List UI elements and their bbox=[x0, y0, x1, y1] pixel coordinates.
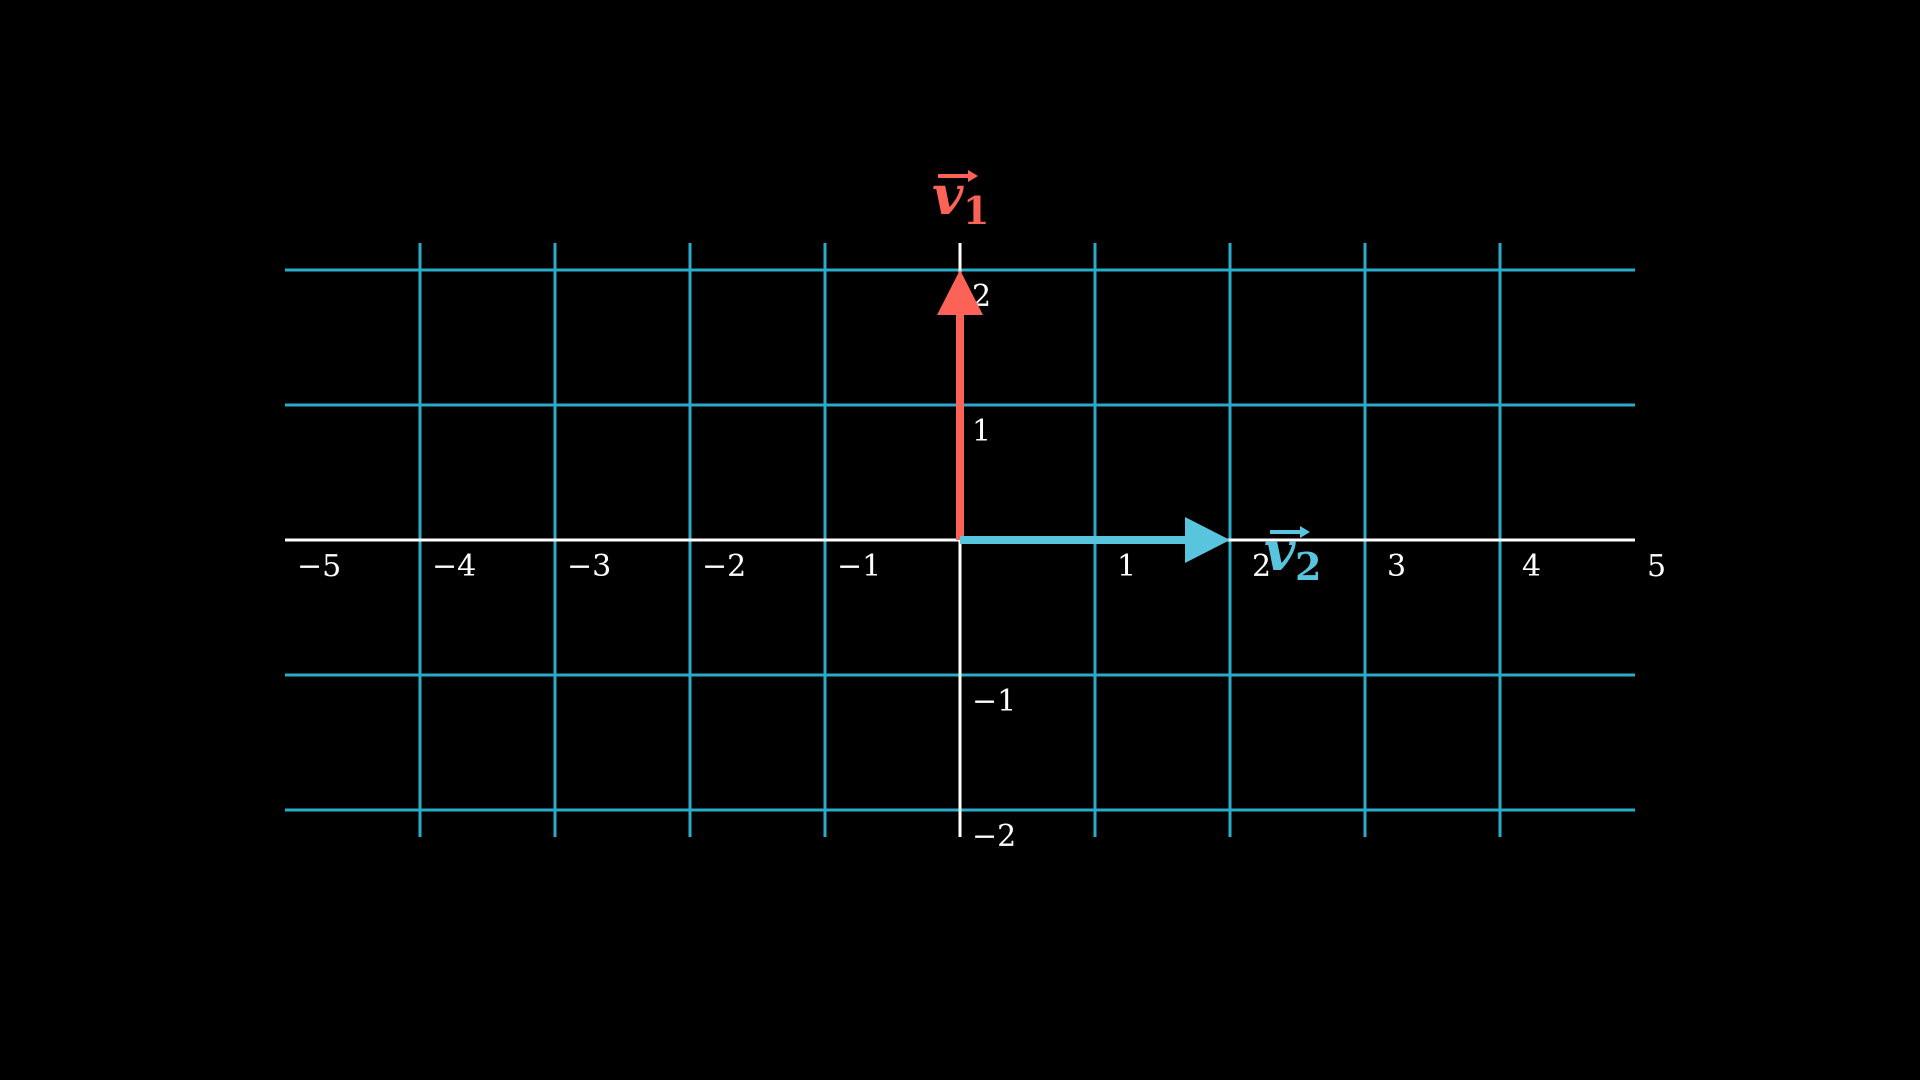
vector-label-subscript: 1 bbox=[963, 188, 989, 233]
tick-labels: −5 −4 −3 −2 −1 1 2 3 4 5 2 1 −1 −2 bbox=[297, 279, 1666, 854]
y-tick-label: 1 bbox=[972, 414, 991, 449]
x-tick-label: 4 bbox=[1522, 549, 1541, 584]
vector-label-subscript: 2 bbox=[1295, 544, 1321, 589]
y-tick-label: −2 bbox=[972, 819, 1016, 854]
x-tick-label: 3 bbox=[1387, 549, 1406, 584]
vector-label-base: v bbox=[932, 163, 964, 227]
vector-arrowhead bbox=[1185, 517, 1230, 563]
x-tick-label: 5 bbox=[1647, 549, 1666, 584]
x-tick-label: −2 bbox=[702, 549, 746, 584]
x-tick-label: 1 bbox=[1117, 549, 1136, 584]
x-tick-label: −4 bbox=[432, 549, 476, 584]
y-tick-label: −1 bbox=[972, 684, 1016, 719]
x-tick-label: 2 bbox=[1252, 549, 1271, 584]
vector-arrowhead bbox=[937, 270, 983, 315]
vector-over-arrowhead bbox=[1300, 526, 1310, 538]
x-tick-label: −3 bbox=[567, 549, 611, 584]
x-tick-label: −1 bbox=[837, 549, 881, 584]
x-tick-label: −5 bbox=[297, 549, 341, 584]
vector-label-base: v bbox=[1264, 519, 1296, 583]
vector-over-arrowhead bbox=[968, 170, 978, 182]
